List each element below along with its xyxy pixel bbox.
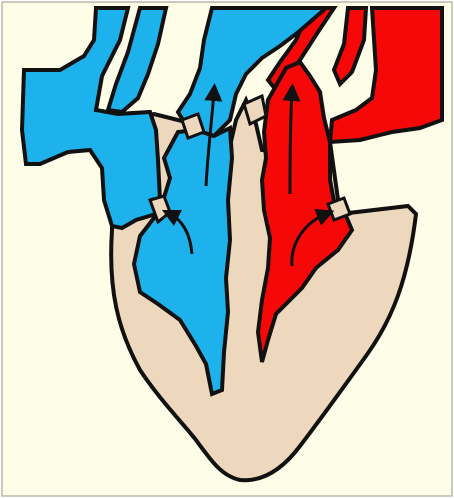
- pulmonary-valve: [182, 114, 204, 138]
- mitral-valve: [328, 198, 350, 220]
